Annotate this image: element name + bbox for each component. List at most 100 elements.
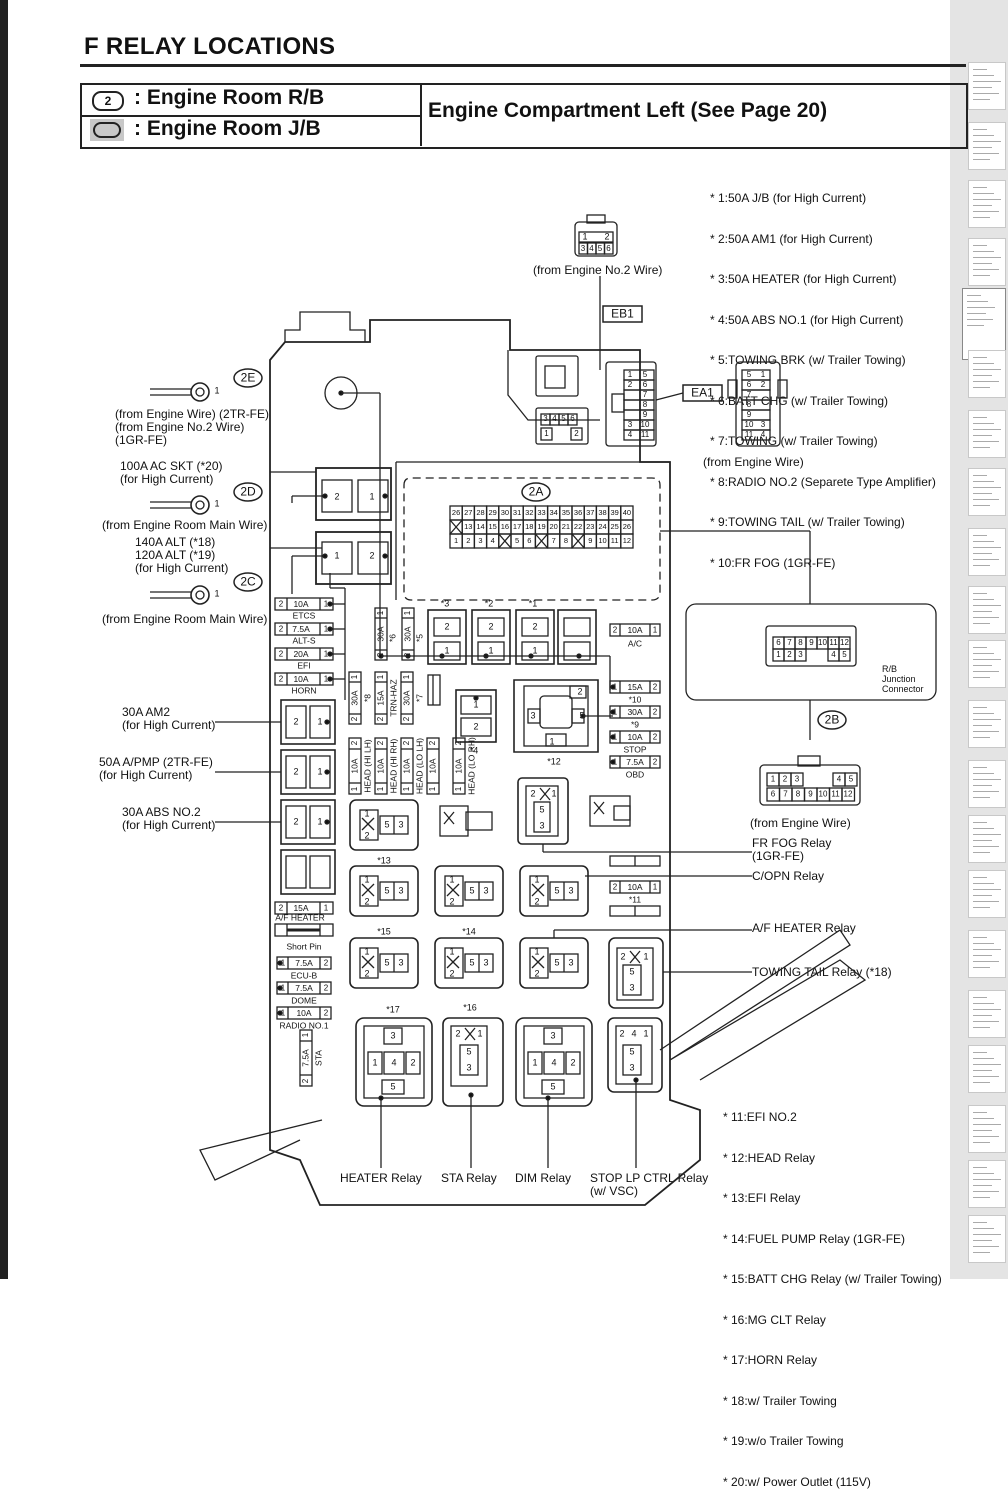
vfuse-pin: 1: [350, 674, 359, 679]
fuse-pin-1: 1: [324, 675, 329, 684]
connection-dot: [277, 960, 283, 966]
relay-coil-block: [444, 947, 464, 979]
relay-mark: *17: [386, 1004, 400, 1014]
fuse-name: EFI: [297, 660, 310, 670]
alt-fuse-pin: 1: [334, 550, 339, 560]
relay-pin: 5: [539, 804, 544, 814]
c2a-pin: 4: [491, 536, 495, 545]
page-thumbnail[interactable]: [968, 238, 1006, 286]
relay-socket-copn: [519, 865, 589, 917]
page-thumbnail[interactable]: [968, 122, 1006, 170]
c2d-fuse-pin: 1: [369, 491, 374, 501]
relay-mark: *4: [470, 745, 479, 755]
relay-terminal: [433, 641, 461, 661]
jb-symbol: [90, 119, 124, 141]
connection-dot: [610, 709, 616, 715]
ea1-connector-pin: 10: [745, 420, 754, 429]
page-thumbnail[interactable]: [968, 350, 1006, 398]
fuse-pin-2: 2: [653, 708, 658, 717]
relay-pin: 2: [577, 686, 582, 696]
relay-terminal: [521, 617, 549, 637]
relay-pin: 3: [530, 710, 535, 720]
fuse-pin-1: 1: [653, 626, 658, 635]
relay-terminal: [433, 617, 461, 637]
c2d-fuse-label: 100A AC SKT (*20) (for High Current): [120, 459, 223, 486]
relay-12-terminal: [527, 708, 541, 724]
hc-fuse-pin: 2: [293, 816, 298, 826]
page-thumbnail[interactable]: [968, 62, 1006, 110]
page-thumbnail[interactable]: [968, 640, 1006, 688]
vfuse-pin: 2: [376, 716, 385, 721]
vertical-fuse: [374, 607, 388, 661]
page-thumbnail-strip[interactable]: [950, 0, 1008, 1279]
fuse-name: A/F HEATER: [275, 912, 324, 922]
fuse-amp: 7.5A: [295, 983, 313, 993]
head-fuse-amp: 10A: [453, 758, 463, 773]
relay-pin: 1: [364, 946, 369, 956]
fuse-pin-2: 2: [324, 959, 329, 968]
page-thumbnail[interactable]: [968, 760, 1006, 808]
connection-dot: [322, 553, 328, 559]
page-thumbnail[interactable]: [968, 586, 1006, 634]
note-13: * 13:EFI Relay: [723, 1191, 801, 1205]
page-thumbnail[interactable]: [968, 700, 1006, 748]
c2a-pin: 26: [623, 522, 631, 531]
legend-jb-row: : Engine Room J/B: [82, 116, 422, 146]
fuse-pin-2: 2: [324, 984, 329, 993]
page-thumbnail[interactable]: [968, 468, 1006, 516]
blank-cell-cross: [446, 955, 460, 969]
blank-cell-cross: [498, 533, 512, 549]
relay-mark: *2: [485, 598, 494, 608]
connection-dot: [382, 553, 388, 559]
relay-pin: 2: [455, 1028, 460, 1038]
jb-lower-pin: 6: [570, 414, 575, 423]
fuse-pin-1: 1: [324, 650, 329, 659]
ea1-connector-latch: [777, 379, 788, 399]
page-thumbnail[interactable]: [968, 930, 1006, 978]
page-thumbnail[interactable]: [968, 180, 1006, 228]
page-thumbnail[interactable]: [968, 1160, 1006, 1208]
c2b-pin: 5: [849, 775, 854, 784]
fuse-name: RADIO NO.1: [279, 1020, 328, 1030]
connection-dot: [327, 676, 333, 682]
hc-fuse-cell: [285, 855, 307, 889]
head-fuse-pin: 2: [402, 740, 411, 745]
page-thumbnail[interactable]: [968, 1105, 1006, 1153]
page-thumbnail[interactable]: [968, 1215, 1006, 1263]
c2b-pin: 9: [808, 790, 813, 799]
page-thumbnail[interactable]: [968, 990, 1006, 1038]
c2a-pin: 9: [588, 536, 592, 545]
hc-fuse-cell: [285, 805, 307, 839]
page-thumbnail[interactable]: [968, 1045, 1006, 1093]
c2a-pin: 22: [574, 522, 582, 531]
fuse-pin-2: 2: [653, 758, 658, 767]
relay-pin: 2: [530, 788, 535, 798]
relay-pin: 5: [469, 957, 474, 967]
page-thumbnail[interactable]: [968, 528, 1006, 576]
page-thumbnail[interactable]: [968, 815, 1006, 863]
page-thumbnail[interactable]: [962, 288, 1006, 360]
right-fuse: [609, 755, 661, 769]
page-thumbnail[interactable]: [968, 870, 1006, 918]
rb-junction-box: [685, 603, 937, 701]
relay-pin: 2: [620, 951, 625, 961]
sta-relay-label: STA Relay: [441, 1171, 497, 1185]
page-thumbnail[interactable]: [968, 410, 1006, 458]
c2a-pin: 37: [586, 508, 594, 517]
relay-pin: 1: [532, 645, 537, 655]
connection-dot: [327, 626, 333, 632]
relay-sta-terminal: [459, 1044, 479, 1076]
eb1-source-label: (from Engine No.2 Wire): [533, 263, 663, 277]
head-fuse-amp: 10A: [375, 758, 385, 773]
large-relay-socket: [471, 609, 511, 665]
relay-pin: 2: [534, 968, 539, 978]
eb1-connector-body: [574, 221, 618, 257]
c2a-pin: 31: [513, 508, 521, 517]
eb1-pin: 5: [598, 244, 603, 253]
connection-dot: [327, 601, 333, 607]
rb-jct-pin: 5: [842, 650, 847, 659]
relay-pin: 3: [390, 1030, 395, 1040]
relay-pin: 3: [539, 820, 544, 830]
c2e-source-label: (from Engine Wire) (2TR-FE) (from Engine…: [115, 407, 270, 447]
connection-dot: [277, 985, 283, 991]
